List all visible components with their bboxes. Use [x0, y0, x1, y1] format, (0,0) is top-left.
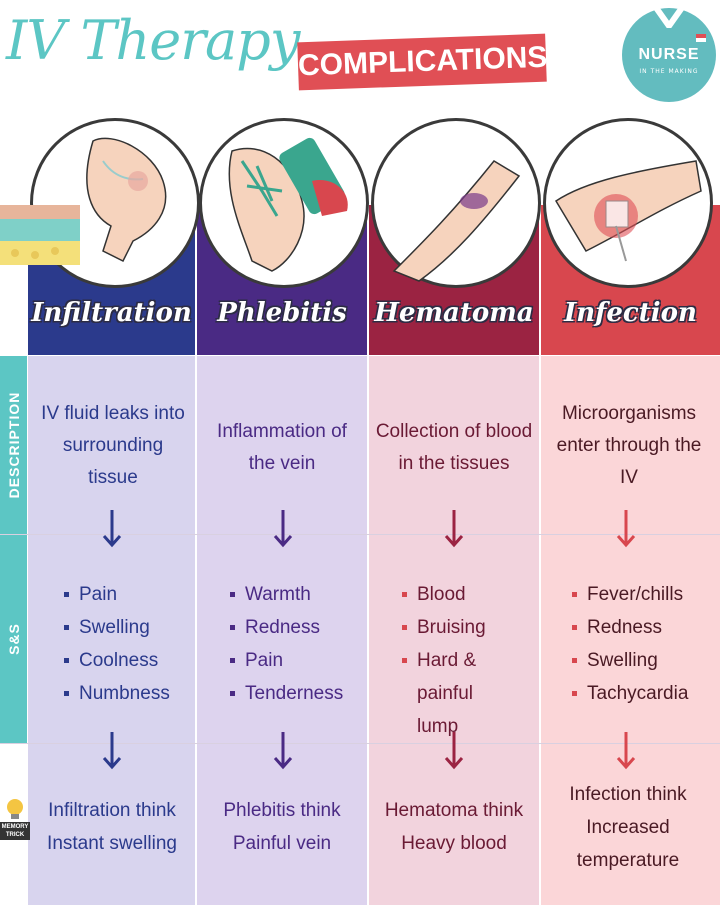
skin-layers-icon — [0, 205, 80, 265]
list-item: Tachycardia — [572, 677, 688, 710]
memory-trick-infiltration: Infiltration think Instant swelling — [47, 800, 177, 854]
complications-badge: COMPLICATIONS — [297, 33, 548, 91]
memory-trick-hematoma: Hematoma think Heavy blood — [384, 800, 524, 854]
column-title-phlebitis: Phlebitis — [217, 298, 347, 328]
column-title-infection: Infection — [564, 298, 697, 328]
arrow-down-icon — [102, 732, 122, 770]
arrow-down-icon — [273, 510, 293, 548]
list-item: Pain — [64, 578, 170, 611]
flag-icon — [696, 34, 706, 42]
row-divider — [0, 743, 720, 744]
illustration-phlebitis — [199, 118, 369, 288]
description-infiltration: IV fluid leaks into surrounding tissue — [41, 403, 185, 488]
list-item: Redness — [230, 611, 343, 644]
body-infection — [541, 356, 720, 905]
list-item: Tenderness — [230, 677, 343, 710]
memory-trick-phlebitis: Phlebitis think Painful vein — [223, 800, 341, 854]
bruised-arm-icon — [392, 160, 521, 282]
hand-iv-skin-layers-icon — [86, 137, 167, 263]
arrow-down-icon — [444, 732, 464, 770]
list-item: Bruising — [402, 611, 532, 644]
body-hematoma — [369, 356, 539, 905]
column-title-infiltration: Infiltration — [31, 298, 192, 328]
row-label-signs: S&S — [0, 535, 27, 743]
description-infection: Microorganisms enter through the IV — [556, 403, 702, 488]
arrow-down-icon — [102, 510, 122, 548]
arrow-down-icon — [273, 732, 293, 770]
list-item: Numbness — [64, 677, 170, 710]
page-title: IV Therapy — [6, 9, 300, 72]
signs-list-infiltration: Pain Swelling Coolness Numbness — [64, 578, 170, 710]
description-phlebitis: Inflammation of the vein — [217, 421, 347, 474]
logo-text: NURSE — [638, 46, 700, 63]
infected-iv-site-icon — [554, 160, 702, 262]
list-item: Coolness — [64, 644, 170, 677]
list-item: Swelling — [572, 644, 688, 677]
list-item: Warmth — [230, 578, 343, 611]
signs-list-infection: Fever/chills Redness Swelling Tachycardi… — [572, 578, 688, 710]
list-item: Fever/chills — [572, 578, 688, 611]
logo-tagline: IN THE MAKING — [639, 68, 699, 75]
arrow-down-icon — [616, 732, 636, 770]
arrow-down-icon — [444, 510, 464, 548]
column-title-hematoma: Hematoma — [374, 298, 534, 328]
signs-list-phlebitis: Warmth Redness Pain Tenderness — [230, 578, 343, 710]
v-check-icon — [650, 0, 688, 28]
list-item: Redness — [572, 611, 688, 644]
list-item: Blood — [402, 578, 532, 611]
signs-list-hematoma: Blood Bruising Hard & painful lump — [402, 578, 532, 743]
list-item: Swelling — [64, 611, 170, 644]
illustration-hematoma — [371, 118, 541, 288]
body-infiltration — [28, 356, 195, 905]
row-divider — [0, 534, 720, 535]
lightbulb-icon — [7, 799, 23, 819]
nurse-logo: NURSE IN THE MAKING — [622, 0, 716, 102]
list-item: Hard & painful lump — [402, 644, 532, 743]
body-phlebitis — [197, 356, 367, 905]
list-item: Pain — [230, 644, 343, 677]
description-hematoma: Collection of blood in the tissues — [375, 421, 533, 474]
inflamed-vein-hand-icon — [228, 137, 348, 272]
memory-trick-label: MEMORY TRICK — [0, 822, 30, 840]
arrow-down-icon — [616, 510, 636, 548]
row-label-description: DESCRIPTION — [0, 356, 27, 534]
illustration-infection — [543, 118, 713, 288]
memory-trick-infection: Infection think Increased temperature — [569, 784, 687, 871]
